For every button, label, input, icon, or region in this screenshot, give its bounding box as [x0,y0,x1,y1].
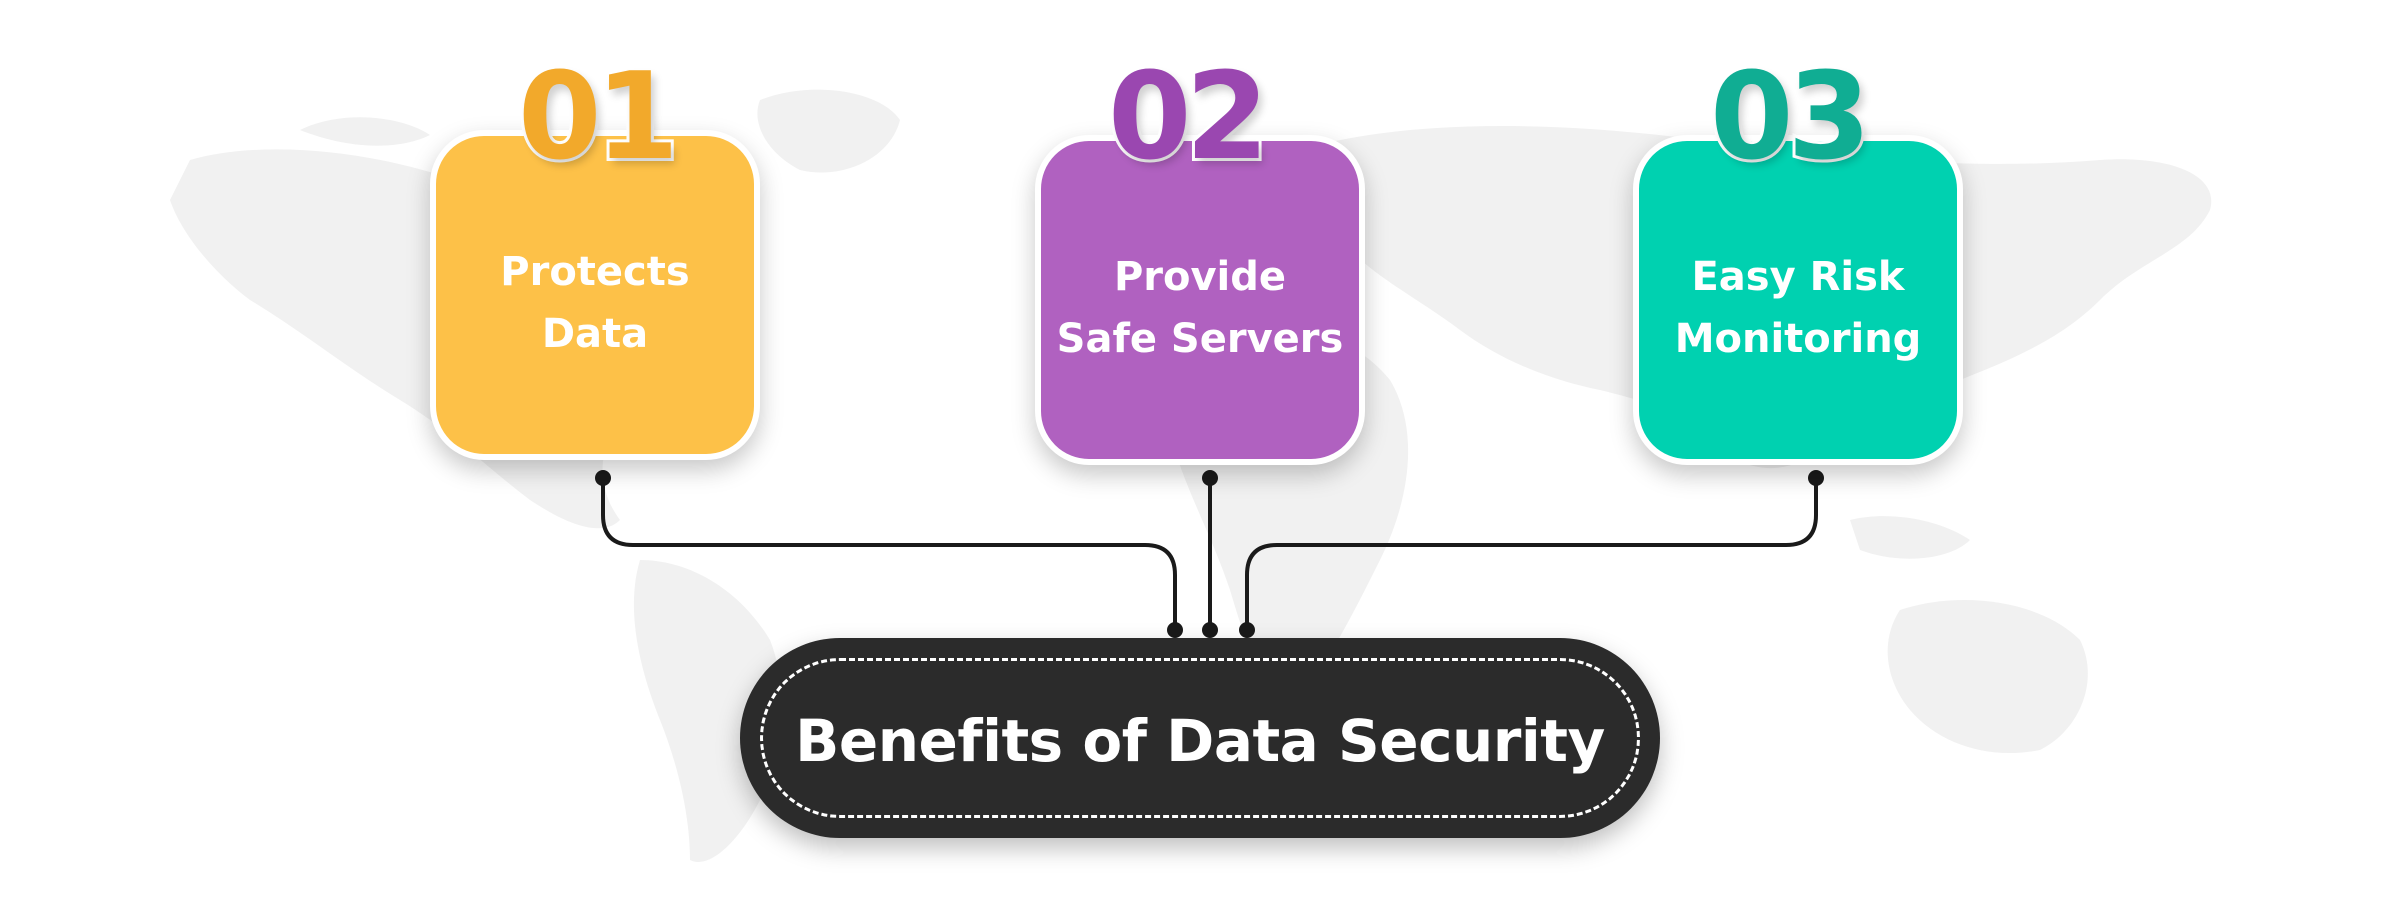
connector-dot [595,470,611,486]
benefit-label: Provide Safe Servers [1056,254,1344,362]
connector-line-3 [1245,478,1818,628]
connector-dot [1239,622,1255,638]
connector-dot [1167,622,1183,638]
benefit-card-2: Provide Safe Servers [1035,135,1365,465]
benefit-card-1: Protects Data [430,130,760,460]
title-dashed-border: Benefits of Data Security [760,658,1640,818]
benefit-number: 02 [1105,48,1272,187]
connector-line-1 [601,478,1177,628]
benefit-number: 03 [1707,48,1874,187]
connector-dot [1808,470,1824,486]
connector-dot [1202,622,1218,638]
benefit-card-3: Easy Risk Monitoring [1633,135,1963,465]
benefit-number: 01 [515,48,682,187]
diagram-title: Benefits of Data Security [795,707,1605,775]
benefit-label: Easy Risk Monitoring [1674,254,1922,362]
title-pill: Benefits of Data Security [740,638,1660,838]
benefit-label: Protects Data [500,249,690,357]
connector-dot [1202,470,1218,486]
